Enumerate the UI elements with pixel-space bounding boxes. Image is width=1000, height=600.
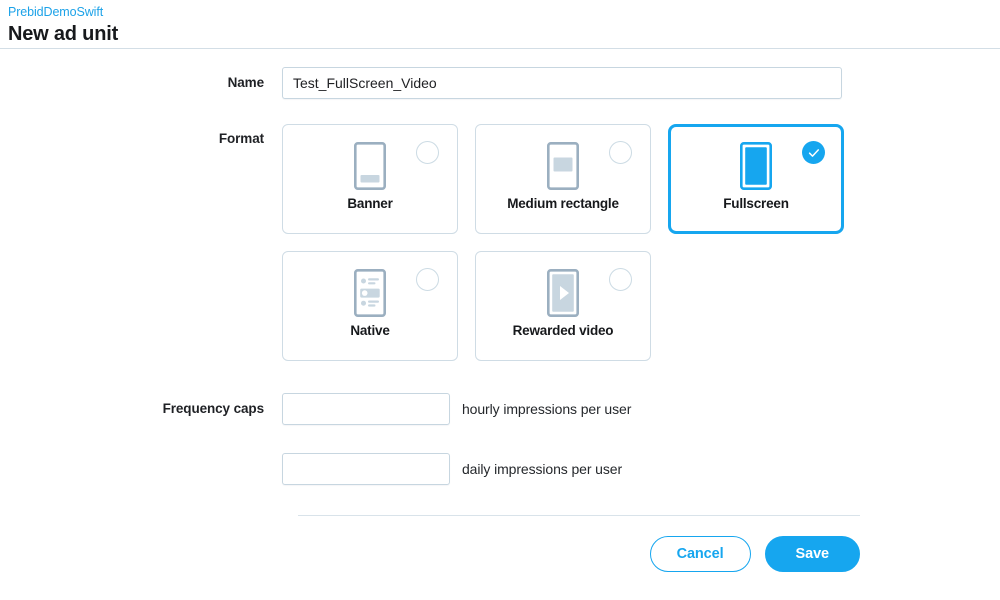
frequency-cap-daily-input[interactable] [282, 453, 450, 485]
footer-divider [298, 515, 860, 516]
format-field-wrap: Banner Medium rectangle [282, 124, 1000, 361]
radio-rewarded-video[interactable] [609, 268, 632, 291]
format-card-medium-rectangle[interactable]: Medium rectangle [475, 124, 651, 234]
frequency-caps-row: Frequency caps hourly impressions per us… [0, 393, 1000, 485]
page-title: New ad unit [8, 23, 119, 45]
cancel-button[interactable]: Cancel [649, 536, 751, 572]
name-label: Name [227, 75, 264, 90]
radio-fullscreen-checked[interactable] [802, 141, 825, 164]
format-row: Format Banner [0, 124, 1000, 361]
format-card-native[interactable]: Native [282, 251, 458, 361]
format-label: Format [218, 131, 264, 146]
check-icon [808, 148, 819, 157]
format-label-fullscreen: Fullscreen [723, 196, 789, 211]
phone-play-video-icon [547, 265, 579, 321]
phone-fullscreen-icon [740, 138, 772, 194]
frequency-cap-hourly-line: hourly impressions per user [282, 393, 1000, 425]
format-label-banner: Banner [347, 196, 393, 211]
format-label-medium-rectangle: Medium rectangle [507, 196, 619, 211]
format-card-fullscreen[interactable]: Fullscreen [668, 124, 844, 234]
frequency-cap-daily-line: daily impressions per user [282, 453, 1000, 485]
name-input[interactable] [282, 67, 842, 99]
frequency-cap-hourly-input[interactable] [282, 393, 450, 425]
breadcrumb-link-app[interactable]: PrebidDemoSwift [8, 5, 104, 19]
name-row: Name [0, 67, 1000, 99]
format-label-native: Native [350, 323, 390, 338]
format-card-group: Banner Medium rectangle [282, 124, 844, 361]
new-ad-unit-form: Name Format Banner [0, 49, 1000, 572]
form-actions: Cancel Save [0, 536, 860, 572]
name-field-wrap [282, 67, 1000, 99]
radio-native[interactable] [416, 268, 439, 291]
phone-native-list-icon [354, 265, 386, 321]
radio-banner[interactable] [416, 141, 439, 164]
frequency-caps-label: Frequency caps [162, 401, 265, 416]
frequency-cap-daily-suffix: daily impressions per user [462, 461, 623, 477]
format-card-banner[interactable]: Banner [282, 124, 458, 234]
frequency-caps-fields: hourly impressions per user daily impres… [282, 393, 1000, 485]
frequency-cap-hourly-suffix: hourly impressions per user [462, 401, 632, 417]
phone-banner-icon [354, 138, 386, 194]
radio-medium-rectangle[interactable] [609, 141, 632, 164]
save-button[interactable]: Save [764, 536, 860, 572]
format-card-rewarded-video[interactable]: Rewarded video [475, 251, 651, 361]
page-header: PrebidDemoSwift New ad unit [0, 0, 1000, 49]
phone-medium-rectangle-icon [547, 138, 579, 194]
format-label-rewarded-video: Rewarded video [512, 323, 614, 338]
